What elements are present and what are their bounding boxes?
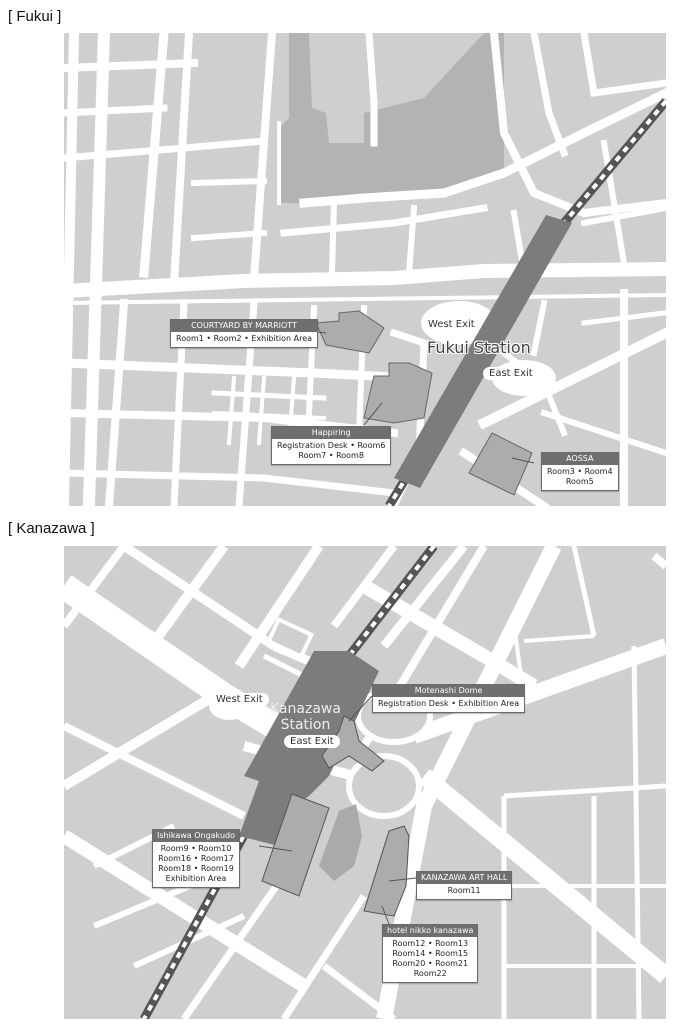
venue-callout-kanazawa-art-hall[interactable]: KANAZAWA ART HALL Room11 (416, 871, 513, 900)
fukui-station-building (394, 215, 572, 488)
venue-rooms: Exhibition Area (165, 874, 227, 883)
fukui-west-exit-label: West Exit (422, 318, 481, 331)
venue-rooms: Registration Desk • Room6 (277, 441, 386, 450)
fukui-east-exit-label: East Exit (483, 367, 539, 380)
venue-callout-happiring[interactable]: Happiring Registration Desk • Room6 Room… (271, 426, 392, 465)
venue-name: COURTYARD BY MARRIOTT (171, 320, 318, 332)
venue-rooms: Room1 • Room2 • Exhibition Area (176, 334, 313, 343)
venue-rooms: Room22 (413, 969, 447, 978)
venue-rooms: Room5 (565, 477, 594, 486)
venue-rooms: Room3 • Room4 (547, 467, 613, 476)
section-title-kanazawa: [ Kanazawa ] (8, 520, 95, 537)
venue-rooms: Room16 • Room17 (158, 854, 234, 863)
venue-callout-courtyard-marriott[interactable]: COURTYARD BY MARRIOTT Room1 • Room2 • Ex… (170, 319, 319, 348)
kanazawa-map[interactable]: West Exit Kanazawa Station East Exit Mot… (64, 546, 666, 1019)
section-title-fukui: [ Fukui ] (8, 8, 62, 25)
venue-name: hotel nikko kanazawa (383, 925, 478, 937)
kanazawa-east-exit-label: East Exit (284, 735, 340, 748)
venue-rooms: Room7 • Room8 (298, 451, 364, 460)
kanazawa-station-building (239, 651, 379, 846)
fukui-map[interactable]: West Exit Fukui Station East Exit COURTY… (64, 33, 666, 506)
venue-rooms: Room12 • Room13 (392, 939, 469, 948)
venue-rooms: Room14 • Room15 (392, 949, 469, 958)
venue-name: AOSSA (542, 453, 618, 465)
venue-name: Ishikawa Ongakudo (153, 830, 239, 842)
venue-rooms: Room9 • Room10 (160, 844, 232, 853)
kanazawa-west-exit-label: West Exit (210, 693, 269, 706)
venue-name: KANAZAWA ART HALL (417, 872, 512, 884)
fukui-map-graphic (64, 33, 666, 506)
venue-rooms: Registration Desk • Exhibition Area (378, 699, 520, 708)
kanazawa-station-label: Kanazawa Station (270, 701, 341, 733)
venue-callout-ishikawa-ongakudo[interactable]: Ishikawa Ongakudo Room9 • Room10 Room16 … (152, 829, 240, 888)
station-name-line2: Station (280, 717, 331, 733)
venue-name: Motenashi Dome (373, 685, 525, 697)
venue-rooms: Room11 (447, 886, 481, 895)
venue-rooms: Room20 • Room21 (392, 959, 469, 968)
venue-callout-aossa[interactable]: AOSSA Room3 • Room4 Room5 (541, 452, 619, 491)
venue-callout-hotel-nikko-kanazawa[interactable]: hotel nikko kanazawa Room12 • Room13 Roo… (382, 924, 479, 983)
venue-name: Happiring (272, 427, 391, 439)
station-name-line1: Kanazawa (270, 701, 341, 717)
venue-callout-motenashi-dome[interactable]: Motenashi Dome Registration Desk • Exhib… (372, 684, 526, 713)
kanazawa-map-graphic (64, 546, 666, 1019)
fukui-station-label: Fukui Station (427, 338, 531, 357)
venue-rooms: Room18 • Room19 (158, 864, 234, 873)
